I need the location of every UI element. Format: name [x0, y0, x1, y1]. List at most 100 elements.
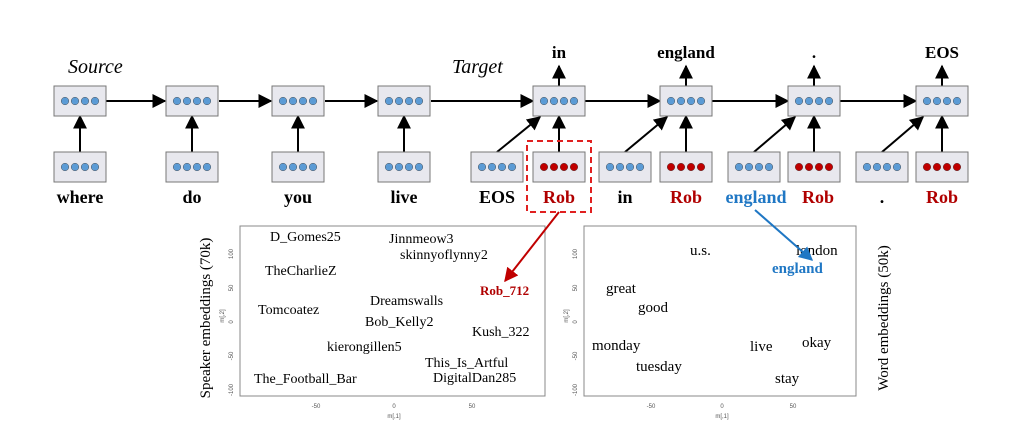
source-word: you	[284, 187, 312, 207]
node-unit	[883, 162, 892, 171]
input-arrow	[753, 116, 797, 153]
node-unit	[540, 96, 549, 105]
speaker-ytick: -100	[229, 383, 235, 396]
hidden-state-node	[787, 85, 841, 117]
speaker-name: Rob	[802, 187, 834, 207]
word-embedding-node	[598, 151, 652, 183]
speaker-plot-ticks: -50 0 50 m[,1] 100 50 0 -50 -100 m[,2]	[220, 248, 476, 420]
word-embedding-node	[470, 151, 524, 183]
node-unit	[873, 162, 882, 171]
input-arrow	[881, 116, 925, 153]
node-unit	[70, 162, 79, 171]
target-word: EOS	[479, 187, 515, 207]
node-unit	[550, 96, 559, 105]
node-unit	[953, 96, 962, 105]
node-unit	[395, 96, 404, 105]
word-xaxis-label: m[,1]	[715, 414, 729, 420]
word-point: good	[638, 300, 669, 316]
node-unit	[289, 96, 298, 105]
node-unit	[570, 96, 579, 105]
node-unit	[893, 162, 902, 171]
node-unit	[395, 162, 404, 171]
speaker-plot-ylabel: Speaker embeddings (70k)	[198, 238, 214, 399]
word-ytick: 50	[573, 284, 579, 291]
node-unit	[498, 162, 507, 171]
node-unit	[626, 162, 635, 171]
speaker-point-highlight: Rob_712	[480, 283, 529, 298]
node-unit	[815, 162, 824, 171]
node-unit	[289, 162, 298, 171]
node-unit	[309, 96, 318, 105]
speaker-ytick: 50	[229, 284, 235, 291]
node-unit	[735, 162, 744, 171]
node-unit	[172, 162, 181, 171]
output-words: in england . EOS	[552, 43, 959, 62]
node-unit	[677, 96, 686, 105]
node-unit	[933, 96, 942, 105]
speaker-point: Bob_Kelly2	[365, 315, 433, 330]
speaker-xtick: 50	[469, 404, 476, 410]
speaker-point: Tomcoatez	[258, 303, 319, 318]
hidden-state-node	[53, 85, 107, 117]
source-label: Source	[68, 56, 123, 78]
speaker-embedding-node	[787, 151, 841, 183]
node-unit	[953, 162, 962, 171]
hidden-state-node	[377, 85, 431, 117]
hidden-state-node	[915, 85, 969, 117]
word-embedding-node	[727, 151, 781, 183]
speaker-name: Rob	[543, 187, 575, 207]
word-point: monday	[592, 338, 641, 354]
node-unit	[616, 162, 625, 171]
word-xtick: 50	[790, 404, 797, 410]
word-xtick: 0	[720, 404, 724, 410]
node-unit	[795, 162, 804, 171]
node-unit	[61, 96, 70, 105]
speaker-embedding-node	[915, 151, 969, 183]
hidden-state-node	[659, 85, 713, 117]
input-embedding-row	[53, 151, 969, 183]
speaker-connector-arrow	[504, 211, 560, 283]
node-unit	[172, 96, 181, 105]
output-word: in	[552, 43, 567, 62]
speaker-point: skinnyoflynny2	[400, 248, 488, 263]
node-unit	[385, 162, 394, 171]
speaker-point: DigitalDan285	[433, 371, 516, 386]
speaker-point: TheCharlieZ	[265, 264, 337, 279]
word-embedding-node	[855, 151, 909, 183]
node-unit	[182, 96, 191, 105]
speaker-point: The_Football_Bar	[254, 372, 357, 387]
speaker-plot-frame	[239, 225, 546, 397]
word-point: great	[606, 281, 637, 297]
speaker-point: D_Gomes25	[270, 230, 341, 245]
node-unit	[550, 162, 559, 171]
node-unit	[192, 162, 201, 171]
output-word: .	[812, 43, 816, 62]
node-unit	[805, 162, 814, 171]
node-unit	[80, 96, 89, 105]
word-points: u.s. london england great good monday li…	[592, 243, 838, 387]
speaker-name: Rob	[670, 187, 702, 207]
node-unit	[697, 162, 706, 171]
target-word: in	[617, 187, 632, 207]
node-unit	[745, 162, 754, 171]
speaker-embedding-node	[532, 151, 586, 183]
target-word: .	[880, 187, 885, 207]
word-embedding-node	[271, 151, 325, 183]
node-unit	[405, 162, 414, 171]
source-word: do	[182, 187, 201, 207]
node-unit	[202, 96, 211, 105]
node-unit	[279, 162, 288, 171]
speaker-name: Rob	[926, 187, 958, 207]
node-unit	[825, 162, 834, 171]
node-unit	[933, 162, 942, 171]
node-unit	[299, 162, 308, 171]
node-unit	[677, 162, 686, 171]
speaker-point: kierongillen5	[327, 340, 402, 355]
speaker-points: D_Gomes25 Jinnmeow3 skinnyoflynny2 TheCh…	[254, 230, 530, 387]
node-unit	[90, 162, 99, 171]
word-plot-frame	[583, 225, 857, 397]
word-ytick: -100	[573, 383, 579, 396]
node-unit	[80, 162, 89, 171]
speaker-ytick: 0	[229, 320, 235, 324]
